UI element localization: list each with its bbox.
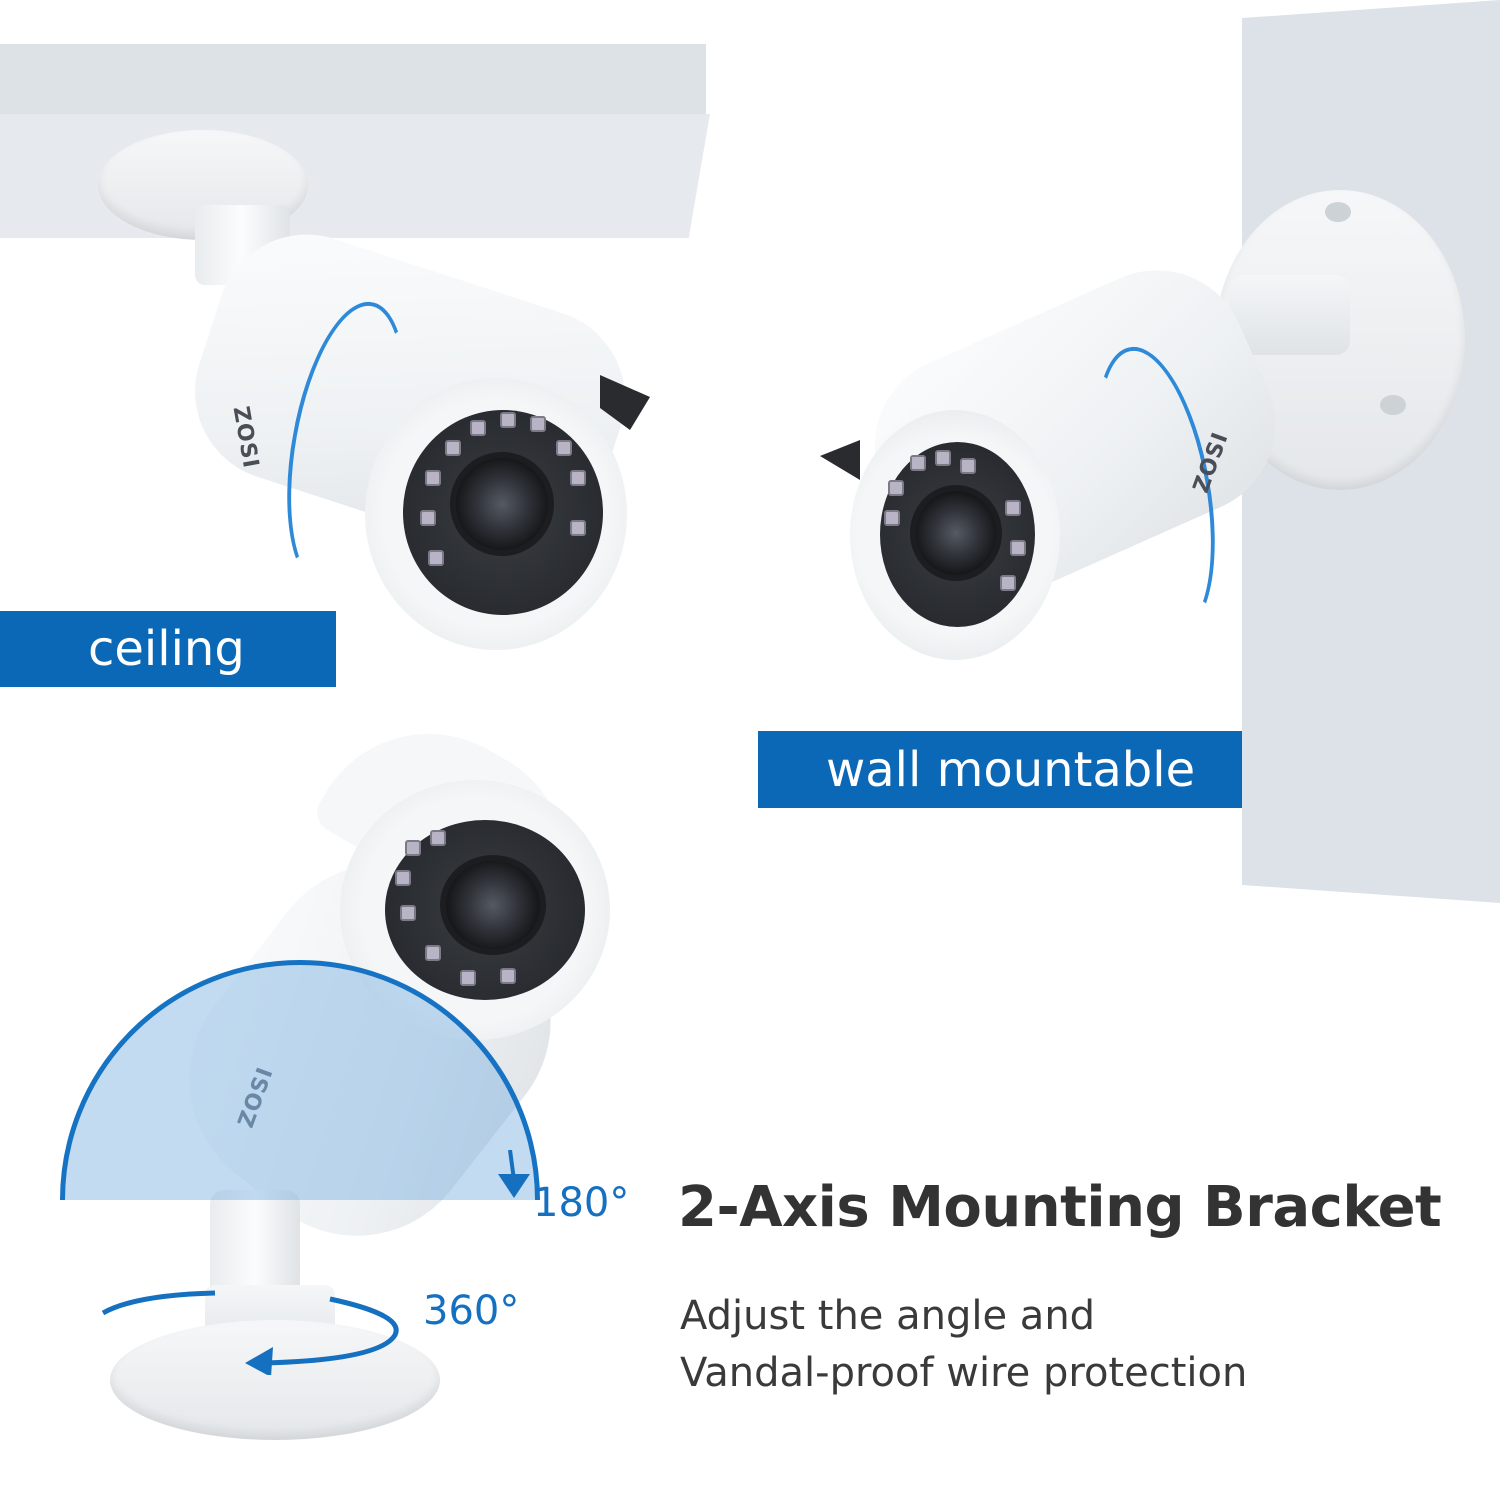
ir-led (1000, 575, 1016, 591)
ir-led (935, 450, 951, 466)
adjustable-mount-plate (110, 1320, 440, 1440)
feature-description-line-2: Vandal-proof wire protection (680, 1350, 1248, 1396)
ir-led (400, 905, 416, 921)
wall-camera-sunshield (820, 440, 860, 480)
ir-led (470, 420, 486, 436)
adjustable-camera-lens (440, 855, 546, 955)
ir-led (570, 470, 586, 486)
pan-degree-label: 360° (423, 1288, 520, 1334)
wall-label: wall mountable (758, 731, 1242, 808)
feature-title: 2-Axis Mounting Bracket (678, 1175, 1442, 1240)
feature-description-line-1: Adjust the angle and (680, 1293, 1096, 1339)
ir-led (395, 870, 411, 886)
wall-label-text: wall mountable (826, 741, 1196, 798)
ir-led (1010, 540, 1026, 556)
ir-led (425, 945, 441, 961)
ir-led (1005, 500, 1021, 516)
tilt-arrow-icon (498, 1150, 530, 1198)
ir-led (430, 830, 446, 846)
ir-led (960, 458, 976, 474)
wall-mount-screw (1380, 395, 1406, 415)
tilt-degree-label: 180° (533, 1180, 630, 1226)
ceiling-label-text: ceiling (88, 621, 245, 677)
ir-led (460, 970, 476, 986)
wall-camera-lens (910, 485, 1002, 581)
ir-led (405, 840, 421, 856)
ceiling-camera-lens (450, 452, 554, 556)
wall-mount-screw (1325, 202, 1351, 222)
ir-led (500, 968, 516, 984)
ceiling-surface-top (0, 44, 706, 114)
adjustable-camera: ZOSI (40, 690, 620, 1450)
ir-led (428, 550, 444, 566)
ir-led (884, 510, 900, 526)
ir-led (556, 440, 572, 456)
ir-led (425, 470, 441, 486)
wall-mount-arm (1230, 275, 1350, 355)
ceiling-label: ceiling (0, 611, 336, 687)
ir-led (888, 480, 904, 496)
ceiling-camera: ZOSI (0, 0, 700, 650)
ir-led (420, 510, 436, 526)
ir-led (445, 440, 461, 456)
ir-led (530, 416, 546, 432)
pan-rotation-arrow-icon (101, 1290, 399, 1375)
wall-camera: ZOSI (800, 180, 1480, 680)
ir-led (500, 412, 516, 428)
ir-led (910, 455, 926, 471)
ir-led (570, 520, 586, 536)
